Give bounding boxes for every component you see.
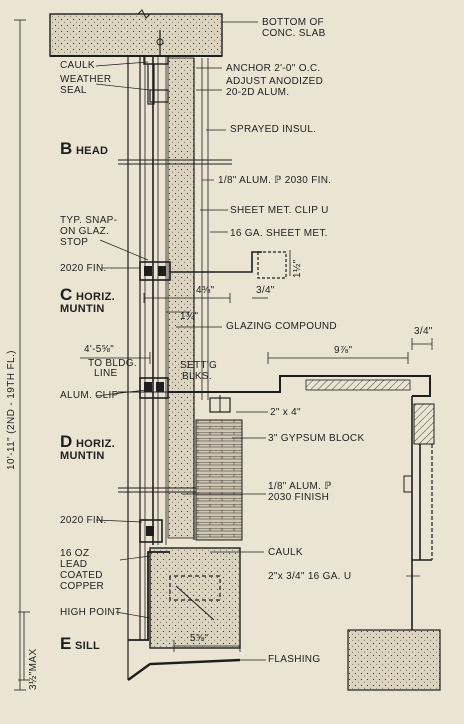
label-16-oz: 16 OZ xyxy=(60,548,90,559)
section-b-letter: B xyxy=(60,139,73,158)
section-d-name-2: MUNTIN xyxy=(60,450,105,462)
label-alum-clip: ALUM. CLIP xyxy=(60,390,119,401)
label-2020-fin-bottom: 2020 FIN. xyxy=(60,515,107,526)
label-caulk-bottom: CAULK xyxy=(268,547,303,558)
floor-slab xyxy=(149,547,241,649)
section-c-name-2: MUNTIN xyxy=(60,303,105,315)
label-dim-9-7-8: 9⅞" xyxy=(334,345,353,356)
section-e-name: SILL xyxy=(75,640,101,652)
label-alum-fin: 1/8" ALUM. ℙ 2030 FIN. xyxy=(218,175,332,186)
muntin-c xyxy=(139,261,171,281)
label-flashing: FLASHING xyxy=(268,654,321,665)
label-dim-5-5-8: 5⅝" xyxy=(190,633,209,644)
label-alum-finish-2: 2030 FINISH xyxy=(268,492,330,503)
label-snap-1: TYP. SNAP- xyxy=(60,215,118,226)
label-to-bldg: TO BLDG. xyxy=(88,358,137,369)
gypsum-block xyxy=(195,419,243,541)
label-dim-1-3-4: 1¾" xyxy=(180,311,199,322)
section-d-letter: D xyxy=(60,432,73,451)
label-snap-3: STOP xyxy=(60,237,89,248)
section-b-name: HEAD xyxy=(75,145,109,157)
label-u-channel: 2"x 3/4" 16 GA. U xyxy=(268,571,352,582)
leader-lines xyxy=(95,61,420,661)
label-sheet-met-clip: SHEET MET. CLIP U xyxy=(230,205,329,216)
label-dim-4-3-8: 4⅜" xyxy=(196,285,215,296)
label-dim-4-5-5-8: 4'-5⅝" xyxy=(84,344,115,355)
section-c-name-1: HORIZ. xyxy=(75,291,116,303)
label-weather: WEATHER xyxy=(60,74,112,85)
label-dim-1-1-2: 1½" xyxy=(292,259,303,278)
label-snap-2: ON GLAZ. xyxy=(60,226,110,237)
label-lead: LEAD xyxy=(60,559,88,570)
label-adjust-alum: 20-2D ALUM. xyxy=(226,87,290,98)
section-c-letter: C xyxy=(60,285,73,304)
label-conc-slab: CONC. SLAB xyxy=(262,28,326,39)
label-dim-3-4-b: 3/4" xyxy=(414,326,433,337)
label-anchor: ANCHOR 2'-0" O.C. xyxy=(226,63,321,74)
label-gypsum-block: 3" GYPSUM BLOCK xyxy=(268,433,365,444)
label-16ga-sheet-met: 16 GA. SHEET MET. xyxy=(230,228,328,239)
section-e-sill: E SILL xyxy=(60,635,101,652)
label-alum-finish-1: 1/8" ALUM. ℙ xyxy=(268,481,332,492)
label-high-point: HIGH POINT xyxy=(60,607,122,618)
concrete-slab xyxy=(49,13,223,57)
window-stool xyxy=(168,375,431,397)
section-c-horiz-muntin: C HORIZ. MUNTIN xyxy=(60,286,116,315)
dimension-lines xyxy=(14,19,433,691)
label-seal: SEAL xyxy=(60,85,87,96)
label-glazing-compound: GLAZING COMPOUND xyxy=(226,321,337,332)
label-adjust-anodized: ADJUST ANODIZED xyxy=(226,76,324,87)
label-dim-3-4-a: 3/4" xyxy=(256,285,275,296)
label-caulk-top: CAULK xyxy=(60,60,95,71)
label-height-dimension: 10'-11" (2ND - 19TH FL.) xyxy=(6,350,17,470)
label-blks: BLKS. xyxy=(182,371,212,382)
label-2x4: 2" x 4" xyxy=(270,407,301,418)
label-sprayed-insul: SPRAYED INSUL. xyxy=(230,124,317,135)
convector-enclosure xyxy=(403,396,435,630)
label-dim-3-1-2-max: 3½"MAX xyxy=(28,648,39,690)
label-copper: COPPER xyxy=(60,581,105,592)
muntin-d xyxy=(139,377,169,399)
section-d-horiz-muntin: D HORIZ. MUNTIN xyxy=(60,433,116,462)
label-2020-fin-top: 2020 FIN. xyxy=(60,263,107,274)
section-b-head: B HEAD xyxy=(60,140,109,157)
label-bottom-of-slab: BOTTOM OF xyxy=(262,17,324,28)
section-d-name-1: HORIZ. xyxy=(75,438,116,450)
label-line: LINE xyxy=(94,368,118,379)
section-e-letter: E xyxy=(60,634,72,653)
label-settg: SETT'G xyxy=(180,360,218,371)
label-coated: COATED xyxy=(60,570,103,581)
